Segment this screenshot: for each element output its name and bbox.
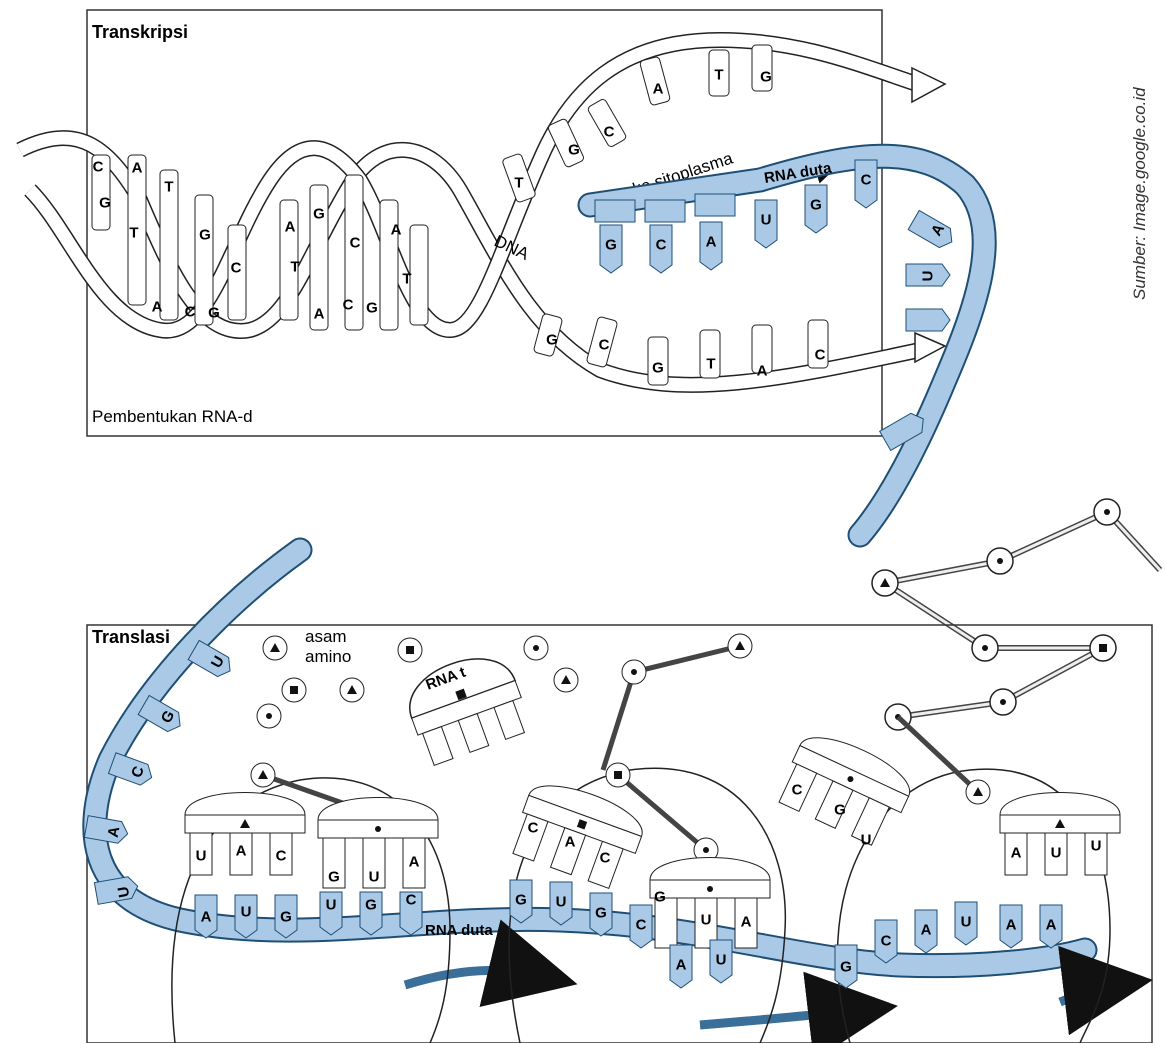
amino-acid-label-line2: amino bbox=[305, 647, 351, 666]
dna-base: G bbox=[199, 227, 211, 244]
mrna-base: U bbox=[761, 212, 772, 229]
mrna-base: C bbox=[406, 892, 417, 909]
dna-base: C bbox=[815, 347, 826, 364]
dna-base: G bbox=[208, 305, 220, 322]
dna-base: A bbox=[391, 222, 402, 239]
mrna-base: C bbox=[636, 917, 647, 934]
dna-base: A bbox=[152, 299, 163, 316]
dna-base: G bbox=[546, 332, 558, 349]
dna-base: T bbox=[706, 356, 715, 373]
mrna-base: U bbox=[920, 271, 937, 282]
mrna-base: C bbox=[881, 933, 892, 950]
mrna-base: G bbox=[840, 959, 852, 976]
translation-title: Translasi bbox=[92, 627, 170, 647]
transcription-title: Transkripsi bbox=[92, 22, 188, 42]
dna-base: A bbox=[285, 219, 296, 236]
dna-base: T bbox=[164, 179, 173, 196]
mrna-base: U bbox=[961, 914, 972, 931]
mrna-base: A bbox=[921, 922, 932, 939]
dna-base: C bbox=[604, 124, 615, 141]
dna-base: A bbox=[314, 306, 325, 323]
trna-base: A bbox=[1011, 845, 1022, 862]
ribosome-2-chain bbox=[603, 634, 752, 770]
trna-base: C bbox=[792, 782, 803, 799]
dna-base: C bbox=[185, 304, 196, 321]
trna-base: U bbox=[1091, 838, 1102, 855]
mrna-base: G bbox=[365, 897, 377, 914]
dna-base: T bbox=[129, 225, 138, 242]
trna-base: U bbox=[196, 848, 207, 865]
dna-base: A bbox=[653, 81, 664, 98]
source-note: Sumber: Image.google.co.id bbox=[1130, 87, 1149, 300]
mrna-base: C bbox=[656, 237, 667, 254]
trna-base: A bbox=[741, 914, 752, 931]
dna-strand-b-arrowhead bbox=[912, 68, 945, 102]
dna-base: G bbox=[99, 195, 111, 212]
free-trna bbox=[399, 645, 533, 767]
ribosome-2 bbox=[508, 763, 785, 1043]
dna-base: C bbox=[343, 297, 354, 314]
trna-base: U bbox=[861, 832, 872, 849]
mrna-base: A bbox=[676, 957, 687, 974]
mrna-base: G bbox=[515, 892, 527, 909]
trna-base: G bbox=[834, 802, 846, 819]
dna-base: C bbox=[599, 337, 610, 354]
mrna-base: A bbox=[706, 234, 717, 251]
mrna-base: G bbox=[605, 237, 617, 254]
mrna-base: A bbox=[1006, 917, 1017, 934]
mrna-bottom-label: RNA duta bbox=[425, 922, 493, 939]
dna-base: G bbox=[652, 360, 664, 377]
dna-base: T bbox=[514, 175, 523, 192]
dna-base: A bbox=[132, 160, 143, 177]
dna-base: G bbox=[568, 142, 580, 159]
dna-base: A bbox=[757, 363, 768, 380]
dna-base: C bbox=[93, 159, 104, 176]
mrna-base: U bbox=[241, 904, 252, 921]
dna-base: T bbox=[290, 259, 299, 276]
movement-arrow-3 bbox=[1060, 982, 1135, 1002]
trna-base: U bbox=[369, 869, 380, 886]
movement-arrow-1 bbox=[405, 970, 560, 985]
trna-base: C bbox=[600, 850, 611, 867]
trna-base: C bbox=[276, 848, 287, 865]
mrna-base: C bbox=[861, 172, 872, 189]
mrna-base: G bbox=[810, 197, 822, 214]
transcription-caption: Pembentukan RNA-d bbox=[92, 407, 253, 426]
trna-base: U bbox=[1051, 845, 1062, 862]
dna-base: G bbox=[760, 69, 772, 86]
trna-base: G bbox=[328, 869, 340, 886]
dna-base: T bbox=[714, 67, 723, 84]
trna-base: G bbox=[654, 889, 666, 906]
mrna-base: U bbox=[716, 952, 727, 969]
dna-base: C bbox=[350, 235, 361, 252]
trna-base: C bbox=[528, 820, 539, 837]
helix-2-base-pairs bbox=[280, 175, 428, 330]
mrna-base: G bbox=[280, 909, 292, 926]
dna-base: G bbox=[366, 300, 378, 317]
trna-base: U bbox=[701, 912, 712, 929]
peptide-chain bbox=[872, 499, 1160, 730]
trna-base: A bbox=[409, 854, 420, 871]
dna-base: T bbox=[402, 271, 411, 288]
dna-strand-a-arrowhead bbox=[915, 333, 945, 362]
dna-base: G bbox=[313, 206, 325, 223]
movement-arrow-2 bbox=[700, 1008, 880, 1025]
mrna-base: A bbox=[201, 909, 212, 926]
mrna-base: U bbox=[326, 897, 337, 914]
mrna-base: G bbox=[595, 905, 607, 922]
mrna-base: A bbox=[1046, 917, 1057, 934]
mrna-base: U bbox=[556, 894, 567, 911]
amino-acid-label-line1: asam bbox=[305, 627, 347, 646]
dna-base: C bbox=[231, 260, 242, 277]
trna-base: A bbox=[565, 834, 576, 851]
trna-base: A bbox=[236, 843, 247, 860]
